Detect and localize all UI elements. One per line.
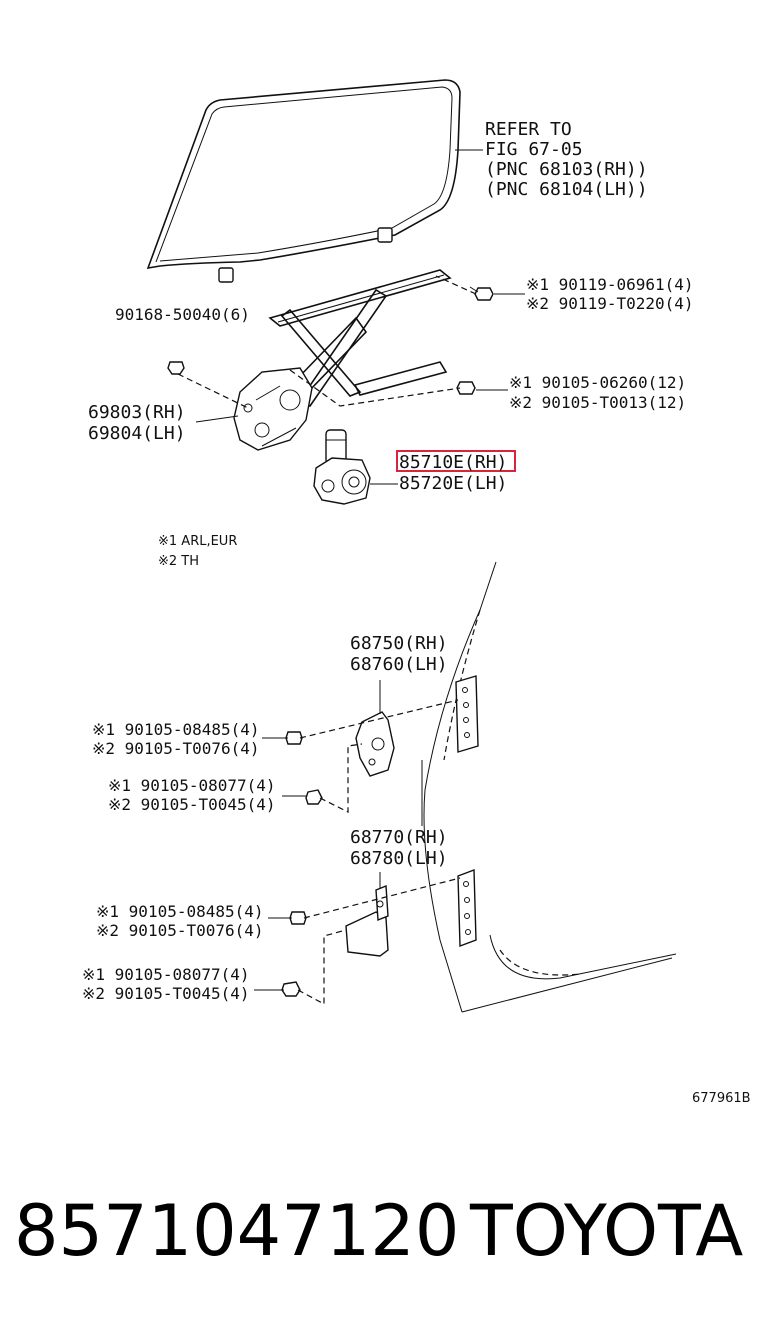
bolt-icon xyxy=(281,981,301,997)
callout-label: 69803(RH) xyxy=(88,402,186,423)
callout-label: 69804(LH) xyxy=(88,423,186,444)
note-line: ※2 TH xyxy=(158,554,199,569)
callout-label: 90168-50040(6) xyxy=(115,305,250,324)
callout-label: ※1 90105-08485(4) xyxy=(92,720,260,739)
callout-label: ※2 90105-T0045(4) xyxy=(82,984,250,1003)
window-regulator-drawing xyxy=(233,269,452,451)
callout-label: 68770(RH) xyxy=(350,827,448,848)
callout-label: ※1 90105-08077(4) xyxy=(108,776,276,795)
callout-label: ※1 90119-06961(4) xyxy=(526,275,694,294)
callout-label: ※2 90105-T0076(4) xyxy=(92,739,260,758)
note-line: ※1 ARL,EUR xyxy=(158,534,237,549)
callout-label: 85720E(LH) xyxy=(399,473,507,494)
callout-label: ※1 90105-08485(4) xyxy=(96,902,264,921)
part-number: 8571047120 xyxy=(14,1190,459,1272)
refer-note-line: (PNC 68104(LH)) xyxy=(485,179,648,200)
callout-label: ※1 90105-08077(4) xyxy=(82,965,250,984)
callout-label: ※2 90105-T0045(4) xyxy=(108,795,276,814)
highlight-box xyxy=(396,450,516,472)
callout-label: ※2 90119-T0220(4) xyxy=(526,294,694,313)
bolt-icon xyxy=(456,381,476,395)
refer-note-line: REFER TO xyxy=(485,119,572,140)
figure-id: 677961B xyxy=(692,1091,751,1106)
bolt-icon xyxy=(167,361,185,375)
callout-label: 68780(LH) xyxy=(350,848,448,869)
callout-label: 68760(LH) xyxy=(350,654,448,675)
brand-name: TOYOTA xyxy=(469,1190,743,1272)
refer-note-line: (PNC 68103(RH)) xyxy=(485,159,648,180)
callout-label-highlighted[interactable]: 85710E(RH) xyxy=(399,452,507,473)
callout-label: ※2 90105-T0076(4) xyxy=(96,921,264,940)
power-window-motor-drawing xyxy=(313,429,371,505)
bolt-icon xyxy=(305,789,323,805)
door-glass-drawing xyxy=(146,79,461,283)
callout-label: 68750(RH) xyxy=(350,633,448,654)
callout-label: ※2 90105-T0013(12) xyxy=(509,393,686,412)
callout-label: ※1 90105-06260(12) xyxy=(509,373,686,392)
bolt-icon xyxy=(285,731,303,745)
refer-note-line: FIG 67-05 xyxy=(485,139,583,160)
upper-hinge-drawing xyxy=(355,680,395,777)
lower-hinge-drawing xyxy=(345,872,389,957)
bolt-icon xyxy=(289,911,307,925)
door-frame-drawing xyxy=(423,561,677,1013)
